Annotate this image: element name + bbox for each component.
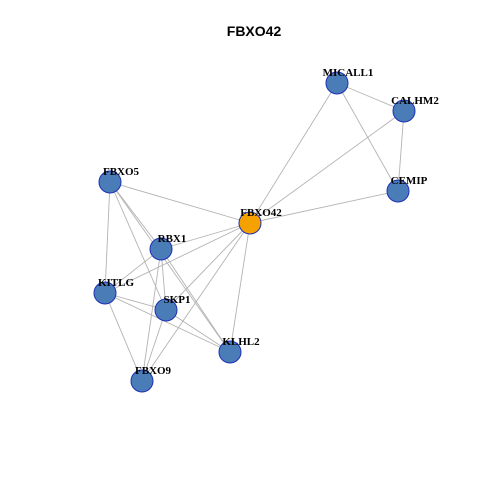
graph-title: FBXO42 xyxy=(227,23,282,39)
node-label-fbxo9: FBXO9 xyxy=(135,365,172,377)
node-fbxo9[interactable] xyxy=(130,369,154,393)
edge-fbxo42-skp1 xyxy=(165,222,251,311)
edge-micall1-cemip xyxy=(336,82,399,192)
edge-fbxo42-klhl2 xyxy=(229,222,251,353)
node-label-skp1: SKP1 xyxy=(164,294,191,306)
node-label-rbx1: RBX1 xyxy=(158,233,187,245)
edge-fbxo5-skp1 xyxy=(109,181,167,311)
node-calhm2[interactable] xyxy=(392,99,416,123)
edge-fbxo5-rbx1 xyxy=(109,181,162,250)
node-label-fbxo42: FBXO42 xyxy=(240,207,282,219)
edge-fbxo42-rbx1 xyxy=(160,222,251,250)
edge-fbxo42-kitlg xyxy=(104,222,251,294)
node-label-calhm2: CALHM2 xyxy=(391,95,439,107)
edge-fbxo42-calhm2 xyxy=(249,110,405,224)
edge-skp1-fbxo9 xyxy=(141,309,167,382)
edge-rbx1-klhl2 xyxy=(160,248,231,353)
node-micall1[interactable] xyxy=(325,71,349,95)
node-fbxo5[interactable] xyxy=(98,170,122,194)
edge-skp1-klhl2 xyxy=(165,309,231,353)
edge-fbxo42-micall1 xyxy=(249,82,338,224)
edge-fbxo42-cemip xyxy=(249,190,399,224)
node-label-micall1: MICALL1 xyxy=(323,67,374,79)
node-label-fbxo5: FBXO5 xyxy=(103,166,140,178)
edge-rbx1-kitlg xyxy=(104,248,162,294)
edge-kitlg-fbxo9 xyxy=(104,292,143,382)
node-rbx1[interactable] xyxy=(149,237,173,261)
node-skp1[interactable] xyxy=(154,298,178,322)
edge-micall1-calhm2 xyxy=(336,82,405,112)
node-fbxo42[interactable] xyxy=(238,211,262,235)
edge-kitlg-klhl2 xyxy=(104,292,231,353)
edge-fbxo5-klhl2 xyxy=(109,181,231,353)
edge-calhm2-cemip xyxy=(397,110,405,192)
node-label-cemip: CEMIP xyxy=(391,175,428,187)
edge-fbxo42-fbxo5 xyxy=(109,181,251,224)
node-kitlg[interactable] xyxy=(93,281,117,305)
node-label-kitlg: KITLG xyxy=(98,277,135,289)
node-klhl2[interactable] xyxy=(218,340,242,364)
edge-fbxo5-kitlg xyxy=(104,181,111,294)
node-cemip[interactable] xyxy=(386,179,410,203)
edge-layer xyxy=(104,82,405,382)
node-layer xyxy=(93,71,416,393)
node-label-klhl2: KLHL2 xyxy=(222,336,260,348)
